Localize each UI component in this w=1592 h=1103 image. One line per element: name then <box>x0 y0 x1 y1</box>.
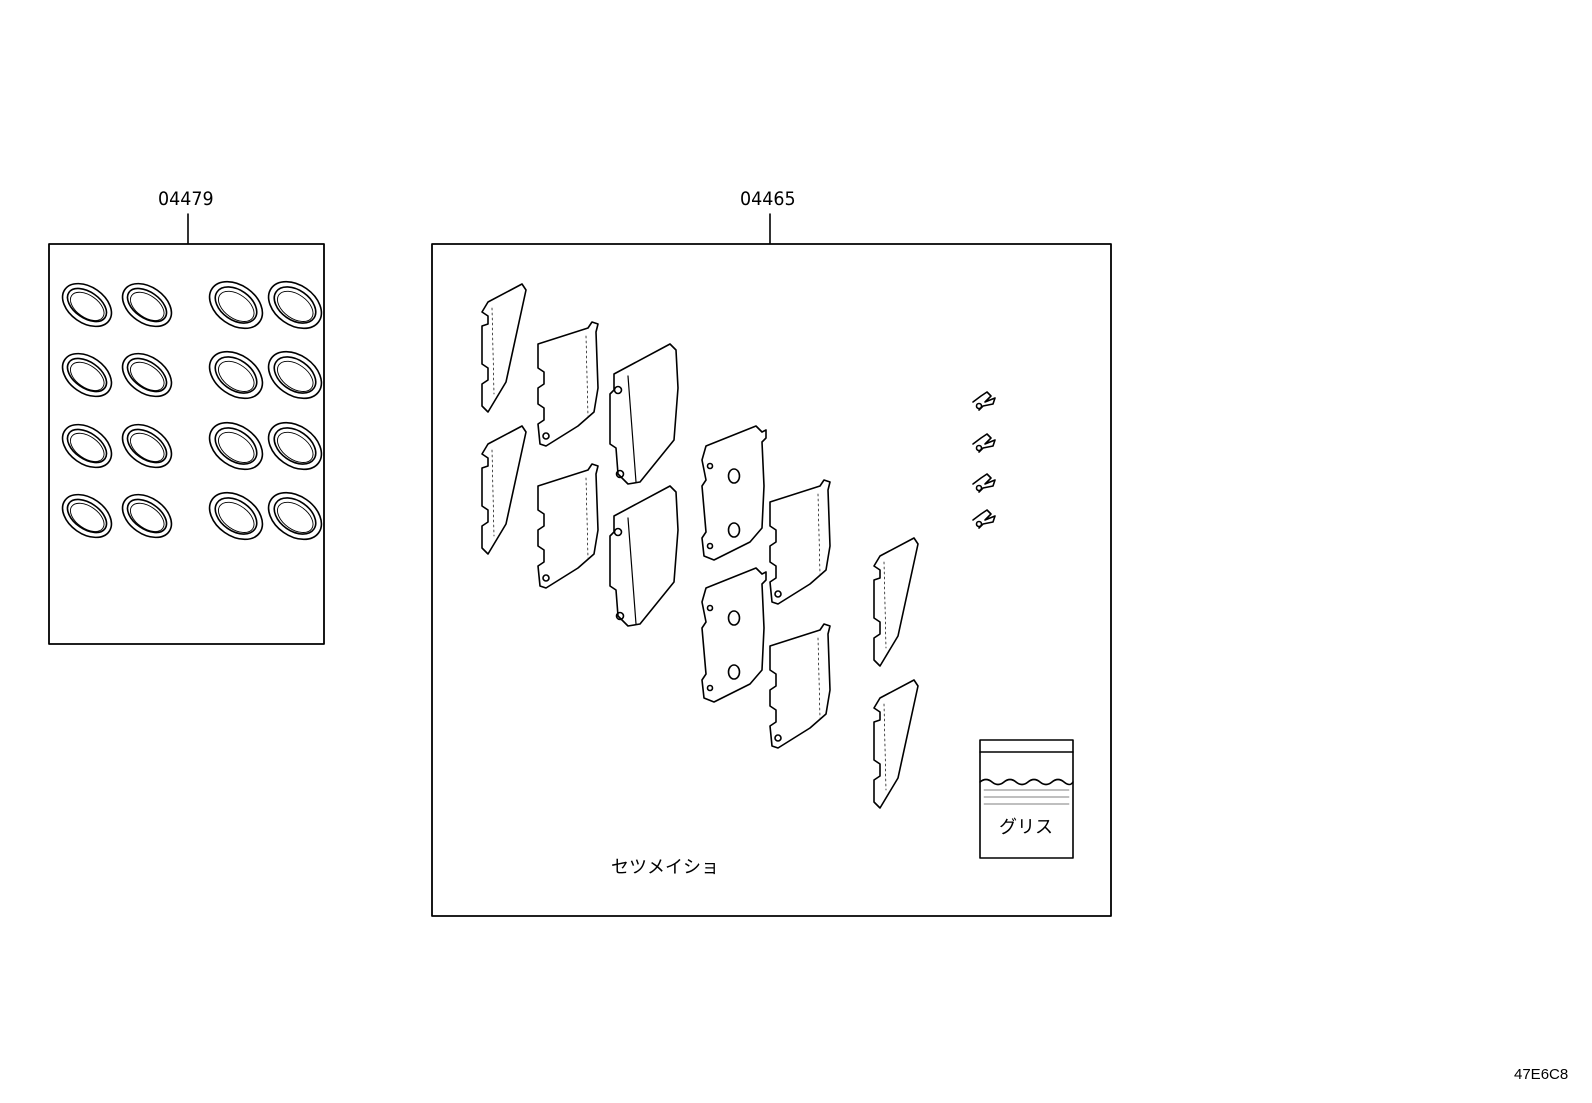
brake-pad <box>609 343 679 485</box>
part-number-04465: 04465 <box>740 188 796 210</box>
brake-pad-group <box>609 343 679 627</box>
instructions-label: セツメイショ <box>611 857 719 878</box>
piston-seal <box>267 280 323 330</box>
pad-clip <box>972 473 996 493</box>
kit-box-04479 <box>48 243 325 645</box>
pad-with-holes <box>701 567 767 703</box>
thin-shim <box>481 425 527 555</box>
piston-seal-group <box>61 280 323 541</box>
grease-packet <box>979 739 1074 859</box>
piston-seal <box>121 282 173 328</box>
piston-seal <box>61 493 113 539</box>
diagram-code: 47E6C8 <box>1514 1066 1569 1083</box>
anti-squeal-shim-group <box>481 283 919 809</box>
piston-seal <box>121 352 173 398</box>
tab-shim <box>769 623 831 749</box>
piston-seal <box>121 423 173 469</box>
piston-seal <box>267 350 323 400</box>
pad-clip <box>972 391 996 411</box>
piston-seal <box>61 423 113 469</box>
brake-pad-with-holes-group <box>701 425 767 703</box>
pad-clip <box>972 433 996 453</box>
thin-shim <box>481 283 527 413</box>
brake-pad <box>609 485 679 627</box>
piston-seal <box>61 282 113 328</box>
piston-seal <box>267 421 323 471</box>
piston-seal <box>121 493 173 539</box>
pad-clip-group <box>972 391 996 529</box>
piston-seal <box>208 350 264 400</box>
thin-shim <box>873 537 919 667</box>
thin-shim <box>873 679 919 809</box>
piston-seal <box>208 421 264 471</box>
piston-seal <box>208 491 264 541</box>
pad-clip <box>972 509 996 529</box>
pad-with-holes <box>701 425 767 561</box>
piston-seal <box>61 352 113 398</box>
tab-shim <box>769 479 831 605</box>
shim-with-tab-group <box>537 321 831 749</box>
piston-seal <box>267 491 323 541</box>
part-number-04479: 04479 <box>158 188 214 210</box>
tab-shim <box>537 321 599 447</box>
piston-seal <box>208 280 264 330</box>
grease-label: グリス <box>999 817 1053 838</box>
kit-box-04465 <box>431 243 1112 917</box>
tab-shim <box>537 463 599 589</box>
